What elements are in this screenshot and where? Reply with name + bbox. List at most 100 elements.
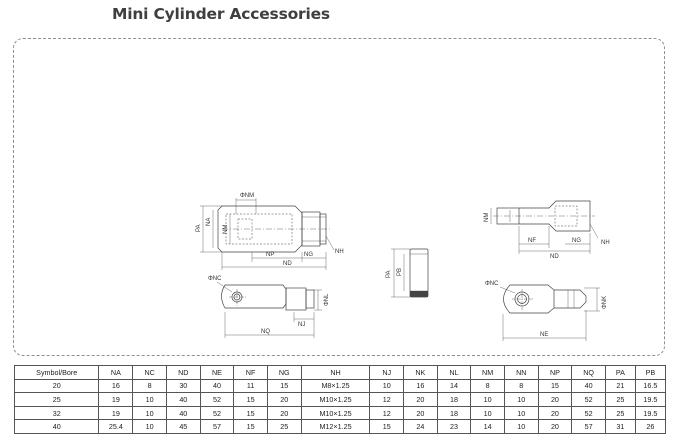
table-cell: 15 <box>233 419 268 434</box>
label-y-np: NP <box>266 252 274 258</box>
table-cell: 57 <box>571 419 606 434</box>
table-cell: 25 <box>13 392 100 407</box>
table-cell: 16 <box>98 378 134 394</box>
dimension-table: Symbol/Bore NA NC ND NE NF NG NH NJ NK N… <box>13 365 667 434</box>
table-cell: M8×1.25 <box>300 378 371 394</box>
label-y-pa: PA <box>196 224 202 232</box>
table-cell: 24 <box>403 419 438 434</box>
table-cell: M10×1.25 <box>300 392 371 407</box>
i-joint-side-view <box>499 284 600 341</box>
label-y-nl-dia: ΦNL <box>324 293 330 306</box>
table-cell: 25 <box>266 419 302 434</box>
label-y-nh: NH <box>335 249 344 255</box>
table-cell: 40 <box>165 405 201 421</box>
table-cell: 19 <box>98 392 134 407</box>
label-y-nm-dia: ΦNM <box>240 193 254 199</box>
table-cell: 30 <box>165 378 201 394</box>
header-na: NA <box>98 365 134 380</box>
table-cell: 20 <box>266 392 302 407</box>
label-y-nd: ND <box>283 261 292 267</box>
page-title: Mini Cylinder Accessories <box>112 5 330 23</box>
drawing-labels: ΦNM NA PA NM NP NG ND NH ΦNC ΦNL NJ NQ P… <box>196 193 610 338</box>
table-cell: 10 <box>132 419 167 434</box>
table-cell: 10 <box>470 392 505 407</box>
label-y-nm: NM <box>223 225 229 234</box>
label-i-nc-dia: ΦNC <box>485 281 499 287</box>
header-nf: NF <box>233 365 268 380</box>
table-cell: 40 <box>199 378 235 394</box>
label-i-nd: ND <box>550 254 559 260</box>
label-pin-pa: PA <box>386 270 392 278</box>
label-y-nq: NQ <box>261 329 270 335</box>
table-cell: 52 <box>571 392 606 407</box>
table-cell: 15 <box>266 378 302 394</box>
header-nc: NC <box>132 365 167 380</box>
table-cell: 40 <box>165 392 201 407</box>
header-nm: NM <box>470 365 505 380</box>
table-cell: 14 <box>436 378 472 394</box>
header-nq: NQ <box>571 365 606 380</box>
table-cell: 16.5 <box>634 378 667 394</box>
table-cell: 31 <box>604 419 636 434</box>
table-cell: M10×1.25 <box>300 405 371 421</box>
table-cell: 19 <box>98 405 134 421</box>
label-pin-pb: PB <box>397 268 403 276</box>
table-cell: 15 <box>537 378 573 394</box>
pin-drawing <box>391 248 429 298</box>
label-y-na: NA <box>206 218 212 226</box>
table-cell: 23 <box>436 419 472 434</box>
table-cell: 10 <box>132 405 167 421</box>
header-pb: PB <box>634 365 667 380</box>
table-cell: 52 <box>571 405 606 421</box>
label-i-ne: NE <box>540 332 548 338</box>
table-cell: 10 <box>369 378 405 394</box>
table-cell: 32 <box>13 405 100 421</box>
table-cell: 10 <box>503 419 539 434</box>
table-cell: 21 <box>604 378 636 394</box>
header-ng: NG <box>266 365 302 380</box>
header-ne: NE <box>199 365 235 380</box>
table-cell: 20 <box>537 419 573 434</box>
label-i-ng: NG <box>572 238 581 244</box>
header-nj: NJ <box>369 365 405 380</box>
table-cell: 57 <box>199 419 235 434</box>
label-y-ng: NG <box>304 252 313 258</box>
table-cell: 8 <box>132 378 167 394</box>
label-y-nj: NJ <box>298 322 305 328</box>
header-nh: NH <box>300 365 371 380</box>
table-cell: 11 <box>233 378 268 394</box>
table-cell: 25 <box>604 405 636 421</box>
label-i-nk-dia: ΦNK <box>602 296 608 309</box>
table-cell: 15 <box>233 405 268 421</box>
table-cell: 19.5 <box>634 392 667 407</box>
table-cell: 25.4 <box>98 419 134 434</box>
header-nk: NK <box>403 365 438 380</box>
table-cell: 19.5 <box>634 405 667 421</box>
table-cell: 15 <box>233 392 268 407</box>
table-cell: 12 <box>369 392 405 407</box>
table-cell: 12 <box>369 405 405 421</box>
table-cell: 10 <box>503 405 539 421</box>
header-np: NP <box>537 365 573 380</box>
header-nd: ND <box>165 365 201 380</box>
table-cell: 40 <box>571 378 606 394</box>
drawing-panel <box>13 38 665 356</box>
table-cell: 20 <box>537 392 573 407</box>
table-cell: 8 <box>470 378 505 394</box>
header-nl: NL <box>436 365 472 380</box>
table-cell: 52 <box>199 405 235 421</box>
table-cell: 20 <box>403 405 438 421</box>
table-cell: 10 <box>503 392 539 407</box>
table-cell: 20 <box>266 405 302 421</box>
table-cell: 25 <box>604 392 636 407</box>
table-cell: 20 <box>13 378 100 394</box>
table-cell: 10 <box>132 392 167 407</box>
table-cell: 16 <box>403 378 438 394</box>
y-joint-side-view <box>216 281 322 338</box>
header-symbol-bore: Symbol/Bore <box>13 365 100 380</box>
